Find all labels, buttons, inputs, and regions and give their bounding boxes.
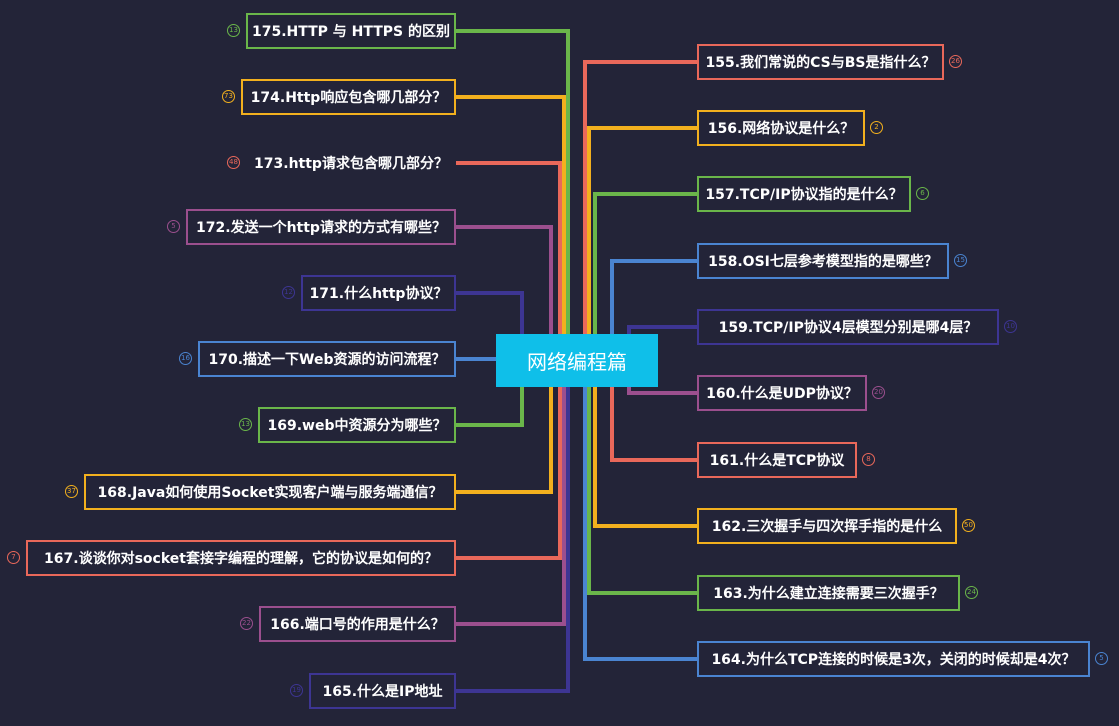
- count-badge: 5: [167, 220, 180, 233]
- left-topic-node[interactable]: 165.什么是IP地址: [309, 673, 456, 709]
- count-badge: 50: [962, 519, 975, 532]
- count-badge: 7: [7, 551, 20, 564]
- topic-label: 172.发送一个http请求的方式有哪些？: [196, 220, 446, 236]
- topic-label: 166.端口号的作用是什么？: [270, 617, 445, 633]
- topic-label: 156.网络协议是什么？: [707, 121, 855, 137]
- right-branch-edge-2: [593, 192, 697, 340]
- count-badge: 24: [965, 586, 978, 599]
- right-topic-node[interactable]: 156.网络协议是什么？: [697, 110, 865, 146]
- left-branch-edge-9: [456, 381, 566, 626]
- topic-label: 159.TCP/IP协议4层模型分别是哪4层？: [718, 320, 978, 336]
- topic-label: 169.web中资源分为哪些？: [267, 418, 447, 434]
- topic-label: 170.描述一下Web资源的访问流程？: [208, 352, 446, 368]
- count-badge: 16: [179, 352, 192, 365]
- right-topic-node[interactable]: 157.TCP/IP协议指的是什么？: [697, 176, 911, 212]
- left-branch-edge-4: [456, 291, 524, 340]
- count-badge: 2: [870, 121, 883, 134]
- right-topic-node[interactable]: 158.OSI七层参考模型指的是哪些？: [697, 243, 949, 279]
- root-label: 网络编程篇: [527, 350, 627, 374]
- topic-label: 171.什么http协议？: [309, 286, 448, 302]
- left-topic-node[interactable]: 170.描述一下Web资源的访问流程？: [198, 341, 456, 377]
- count-badge: 48: [227, 156, 240, 169]
- count-badge: 6: [916, 187, 929, 200]
- left-topic-node[interactable]: 167.谈谈你对socket套接字编程的理解，它的协议是如何的？: [26, 540, 456, 576]
- right-branch-edge-1: [587, 126, 697, 340]
- count-badge: 26: [949, 55, 962, 68]
- topic-label: 161.什么是TCP协议: [709, 453, 845, 469]
- left-topic-node[interactable]: 172.发送一个http请求的方式有哪些？: [186, 209, 456, 245]
- left-branch-edge-8: [456, 381, 562, 560]
- left-topic-node[interactable]: 166.端口号的作用是什么？: [259, 606, 456, 642]
- count-badge: 15: [954, 254, 967, 267]
- count-badge: 73: [222, 90, 235, 103]
- right-branch-edge-6: [610, 381, 697, 462]
- topic-label: 157.TCP/IP协议指的是什么？: [705, 187, 903, 203]
- count-badge: 8: [862, 453, 875, 466]
- topic-label: 174.Http响应包含哪几部分？: [250, 90, 447, 106]
- topic-label: 163.为什么建立连接需要三次握手？: [713, 586, 944, 602]
- right-branch-edge-7: [593, 381, 697, 528]
- right-topic-node[interactable]: 164.为什么TCP连接的时候是3次，关闭的时候却是4次？: [697, 641, 1090, 677]
- left-branch-edge-3: [456, 225, 553, 340]
- topic-label: 173.http请求包含哪几部分？: [254, 156, 448, 172]
- right-branch-edge-8: [587, 381, 697, 595]
- right-branch-edge-0: [583, 60, 697, 340]
- count-badge: 5: [1095, 652, 1108, 665]
- right-topic-node[interactable]: 161.什么是TCP协议: [697, 442, 857, 478]
- right-topic-node[interactable]: 163.为什么建立连接需要三次握手？: [697, 575, 960, 611]
- count-badge: 19: [290, 684, 303, 697]
- topic-label: 155.我们常说的CS与BS是指什么？: [705, 55, 936, 71]
- count-badge: 10: [1004, 320, 1017, 333]
- right-topic-node[interactable]: 155.我们常说的CS与BS是指什么？: [697, 44, 944, 80]
- topic-label: 162.三次握手与四次挥手指的是什么: [711, 519, 943, 535]
- topic-label: 175.HTTP 与 HTTPS 的区别: [251, 24, 451, 40]
- left-branch-edge-6: [456, 381, 524, 427]
- right-branch-edge-9: [583, 381, 697, 661]
- count-badge: 20: [872, 386, 885, 399]
- left-topic-node[interactable]: 173.http请求包含哪几部分？: [246, 145, 456, 181]
- topic-label: 158.OSI七层参考模型指的是哪些？: [708, 254, 938, 270]
- topic-label: 160.什么是UDP协议？: [706, 386, 858, 402]
- count-badge: 13: [239, 418, 252, 431]
- topic-label: 164.为什么TCP连接的时候是3次，关闭的时候却是4次？: [711, 652, 1076, 668]
- right-topic-node[interactable]: 159.TCP/IP协议4层模型分别是哪4层？: [697, 309, 999, 345]
- topic-label: 167.谈谈你对socket套接字编程的理解，它的协议是如何的？: [44, 551, 438, 567]
- right-topic-node[interactable]: 162.三次握手与四次挥手指的是什么: [697, 508, 957, 544]
- left-branch-edge-2: [456, 161, 562, 340]
- count-badge: 13: [227, 24, 240, 37]
- left-topic-node[interactable]: 174.Http响应包含哪几部分？: [241, 79, 456, 115]
- left-branch-edge-10: [456, 381, 570, 693]
- left-branch-edge-0: [456, 29, 570, 340]
- count-badge: 12: [282, 286, 295, 299]
- topic-label: 168.Java如何使用Socket实现客户端与服务端通信？: [97, 485, 443, 501]
- root-node[interactable]: 网络编程篇: [496, 334, 658, 387]
- right-topic-node[interactable]: 160.什么是UDP协议？: [697, 375, 867, 411]
- count-badge: 22: [240, 617, 253, 630]
- right-branch-edge-3: [610, 259, 697, 340]
- left-branch-edge-1: [456, 95, 566, 340]
- left-branch-edge-7: [456, 381, 553, 494]
- left-topic-node[interactable]: 175.HTTP 与 HTTPS 的区别: [246, 13, 456, 49]
- left-topic-node[interactable]: 169.web中资源分为哪些？: [258, 407, 456, 443]
- left-topic-node[interactable]: 168.Java如何使用Socket实现客户端与服务端通信？: [84, 474, 456, 510]
- count-badge: 37: [65, 485, 78, 498]
- topic-label: 165.什么是IP地址: [322, 684, 443, 700]
- left-topic-node[interactable]: 171.什么http协议？: [301, 275, 456, 311]
